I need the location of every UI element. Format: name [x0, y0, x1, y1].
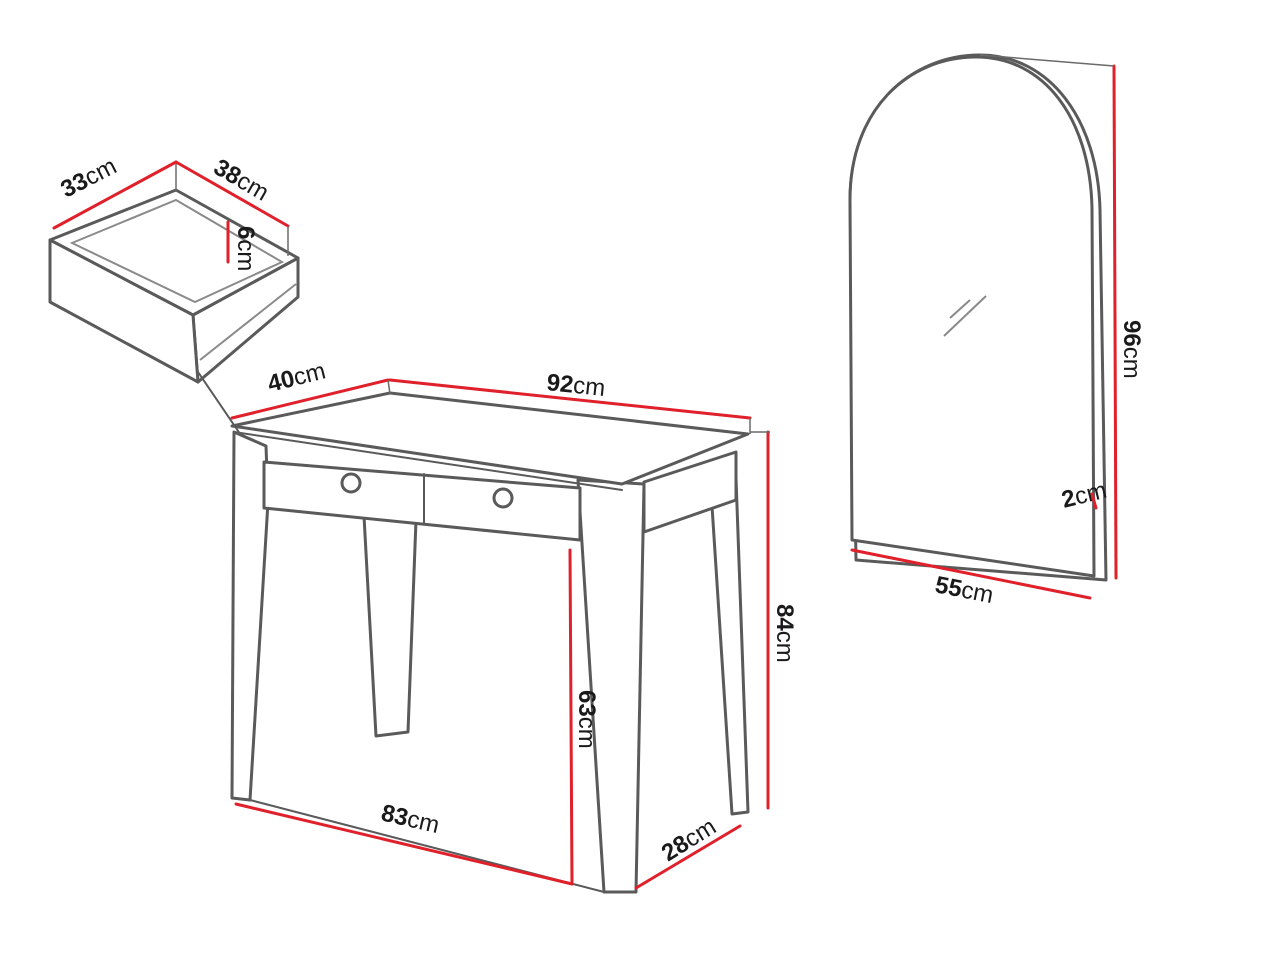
desk-width-label: 92cm	[545, 369, 606, 402]
mirror-height-tick	[979, 54, 1115, 67]
drawer-width-line	[52, 160, 178, 230]
desk-depth-label: 40cm	[265, 357, 328, 397]
mirror-width-label: 55cm	[933, 571, 996, 609]
desk-height-dimension: 84cm	[750, 430, 798, 810]
desk-knee-width-dimension: 83cm	[234, 800, 574, 886]
desk-drawer-left-knob	[340, 472, 362, 494]
mirror	[848, 53, 1108, 582]
mirror-glare-line-2	[949, 299, 971, 319]
drawer	[48, 188, 300, 476]
desk-front-apron	[262, 460, 582, 542]
desk-front-left-leg	[230, 430, 270, 802]
drawer-height-dimension: 6cm	[226, 220, 259, 271]
drawer-height-label: 6cm	[232, 226, 259, 271]
drawer-depth-line	[174, 160, 290, 228]
desk-knee-width-line	[234, 802, 574, 886]
desk-depth-tick	[387, 379, 391, 395]
mirror-front-frame	[848, 55, 1096, 578]
desk-width-dimension: 92cm	[388, 369, 752, 434]
desk-drawer-right-knob	[492, 487, 514, 509]
desk-knee-height-dimension: 63cm	[568, 548, 600, 886]
mirror-width-line	[850, 548, 1092, 600]
desk-top-front-edge	[233, 431, 623, 491]
desk-width-line	[388, 378, 752, 420]
mirror-height-line	[1112, 64, 1118, 580]
desk-top	[230, 391, 750, 486]
drawer-bottom-edge	[199, 283, 297, 361]
drawer-front-panel	[48, 238, 200, 384]
desk-back-right-leg	[710, 476, 750, 816]
mirror-height-dimension: 96cm	[979, 54, 1145, 580]
desk-knee-depth-line	[634, 824, 742, 890]
desk-knee-height-line	[568, 548, 574, 886]
desk	[230, 391, 750, 894]
desk-knee-width-label: 83cm	[379, 800, 442, 840]
desk-back-left-leg	[362, 514, 418, 738]
desk-knee-depth-label: 28cm	[657, 813, 721, 867]
mirror-width-dimension: 55cm	[850, 548, 1092, 609]
drawer-interior	[69, 198, 285, 304]
desk-front-right-leg	[576, 478, 646, 894]
mirror-height-label: 96cm	[1118, 320, 1145, 379]
desk-depth-line	[230, 378, 390, 420]
mirror-glare-line-1	[943, 295, 987, 337]
desk-height-label: 84cm	[771, 604, 798, 663]
mirror-thickness-line	[1090, 492, 1098, 510]
desk-knee-height-label: 63cm	[573, 690, 600, 749]
desk-knee-depth-dimension: 28cm	[634, 813, 742, 890]
desk-depth-dimension: 40cm	[230, 357, 391, 420]
